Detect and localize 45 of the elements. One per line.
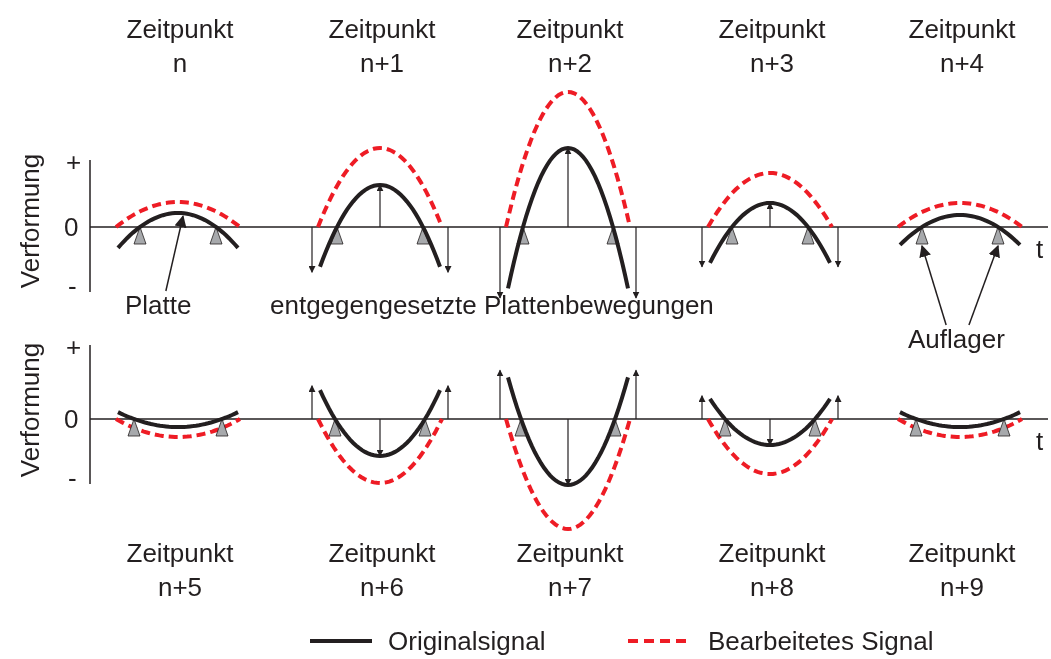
tick-label: - <box>68 462 77 495</box>
time-point-label: Zeitpunkt n+1 <box>328 13 436 80</box>
support-triangle <box>808 418 822 437</box>
time-point-label: Zeitpunkt n+2 <box>516 13 624 80</box>
plate-curve <box>116 211 240 250</box>
support-triangle <box>330 226 344 245</box>
annotation-text: entgegengesetzte Plattenbewegungen <box>270 289 714 322</box>
support-triangle <box>215 418 229 437</box>
support-triangle <box>328 418 342 437</box>
part-label: Platte <box>125 288 192 322</box>
leader-line <box>165 215 187 292</box>
tick-label: + <box>66 146 82 179</box>
time-point-label: Zeitpunkt n+5 <box>126 537 234 604</box>
tick-label: + <box>66 331 82 364</box>
tick-label: 0 <box>64 403 79 436</box>
support-triangle <box>608 418 622 437</box>
time-point-label: Zeitpunkt n+6 <box>328 537 436 604</box>
support-triangle <box>909 418 923 437</box>
tick-label: 0 <box>64 211 79 244</box>
part-label: Auflager <box>908 322 1005 356</box>
legend-label: Originalsignal <box>388 625 546 658</box>
support-triangle <box>725 226 739 245</box>
legend-label: Bearbeitetes Signal <box>708 625 934 658</box>
axis-label: t <box>1036 425 1044 458</box>
time-point-label: Zeitpunkt n+4 <box>908 13 1016 80</box>
support-triangle <box>127 418 141 437</box>
support-triangle <box>991 226 1005 245</box>
support-triangle <box>514 418 528 437</box>
time-point-label: Zeitpunkt n+8 <box>718 537 826 604</box>
leader-line <box>968 244 1000 326</box>
time-point-label: Zeitpunkt n <box>126 13 234 80</box>
support-triangle <box>718 418 732 437</box>
tick-label: - <box>68 270 77 303</box>
support-triangle <box>801 226 815 245</box>
support-triangle <box>997 418 1011 437</box>
leader-line <box>919 244 947 326</box>
support-triangle <box>418 418 432 437</box>
support-triangle <box>416 226 430 245</box>
axis-label: t <box>1036 233 1044 266</box>
axis-label: Verformung <box>14 153 46 289</box>
time-point-label: Zeitpunkt n+3 <box>718 13 826 80</box>
time-point-label: Zeitpunkt n+7 <box>516 537 624 604</box>
time-point-label: Zeitpunkt n+9 <box>908 537 1016 604</box>
axis-label: Verformung <box>14 342 46 477</box>
support-triangle <box>915 226 929 245</box>
